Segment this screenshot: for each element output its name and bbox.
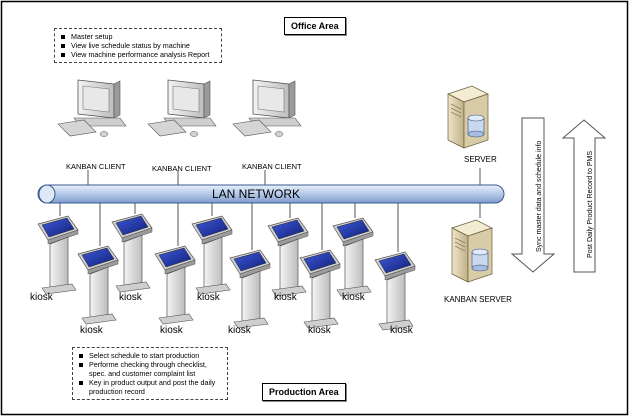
server-label: SERVER [464,155,497,164]
kiosk-icon [332,217,374,297]
office-note-item: View live schedule status by machine [61,41,215,50]
kiosk-label: kiosk [30,292,54,303]
kiosk-label: kiosk [80,325,104,336]
office-notes: Master setup View live schedule status b… [54,28,222,63]
kiosk-label: kiosk [119,292,143,303]
kiosk-label: kiosk [390,325,414,336]
kiosk-label: kiosk [342,292,366,303]
kiosk-label: kiosk [308,325,332,336]
kiosk-icon [191,215,233,295]
kiosk-icon [154,245,196,325]
sync-down-arrow [510,117,556,273]
client-label: KANBAN CLIENT [242,162,302,171]
lan-network-pipe [37,184,505,204]
production-note-item: Key in product output and post the daily… [79,378,221,396]
client-label: KANBAN CLIENT [152,164,212,173]
kiosk-label: kiosk [274,292,298,303]
kiosk-icon [299,249,341,329]
production-notes: Select schedule to start production Perf… [72,347,228,400]
kiosk-icon [111,213,153,293]
production-area-label: Production Area [262,383,346,401]
office-note-item: Master setup [61,32,215,41]
kanban-client-computer [147,79,217,137]
kanban-server-icon [451,219,493,283]
post-arrow-label: Post Daily Product Record to PMS [587,151,594,258]
server-icon [447,85,489,149]
kiosk-icon [374,251,416,331]
client-label: KANBAN CLIENT [66,162,126,171]
kiosk-icon [267,217,309,297]
kiosk-icon [229,249,271,329]
production-note-item: Performe checking through checklist, spe… [79,360,221,378]
office-area-label: Office Area [284,17,346,35]
kiosk-label: kiosk [160,325,184,336]
kanban-server-label: KANBAN SERVER [444,295,512,304]
office-note-item: View machine performance analysis Report [61,50,215,59]
kanban-client-computer [57,79,127,137]
kiosk-icon [77,245,119,325]
sync-arrow-label: Sync master data and schedule info [536,141,543,252]
kiosk-connectors [59,203,399,252]
production-note-item: Select schedule to start production [79,351,221,360]
kiosk-icon [37,215,79,295]
post-up-arrow [561,119,607,273]
kiosk-label: kiosk [197,292,221,303]
kanban-client-computer [232,79,302,137]
lan-network-label: LAN NETWORK [212,187,300,201]
kiosk-label: kiosk [228,325,252,336]
